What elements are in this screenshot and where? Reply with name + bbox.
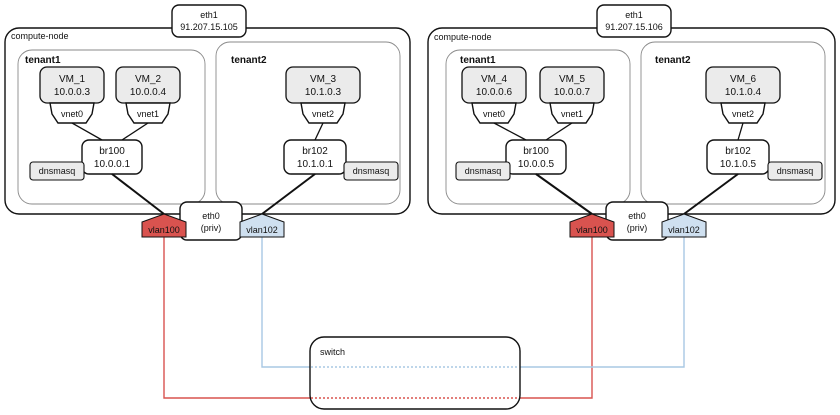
- switch-box: [309, 336, 521, 410]
- tenant1-label: tenant1: [25, 55, 61, 66]
- dnsmasq-label: dnsmasq: [465, 166, 502, 176]
- bridge-name: br102: [725, 146, 751, 157]
- vlan-label: vlan102: [246, 225, 278, 235]
- vnet-label: vnet1: [137, 109, 159, 119]
- eth0-name: eth0: [628, 211, 646, 221]
- vlan-label: vlan102: [668, 225, 700, 235]
- vnet-bridge-link: [121, 122, 149, 141]
- eth1-ip: 91.207.15.105: [180, 22, 238, 32]
- vlan-label: vlan100: [576, 225, 608, 235]
- eth1-name: eth1: [200, 10, 218, 20]
- node2-vlan100-uplink: [520, 230, 593, 399]
- bridge-ip: 10.0.0.1: [94, 159, 131, 170]
- compute-node-label: compute-node: [434, 32, 492, 42]
- eth0-sub: (priv): [201, 223, 222, 233]
- vm-ip: 10.0.0.7: [554, 87, 591, 98]
- eth1-ip: 91.207.15.106: [605, 22, 663, 32]
- node1-vlan100-uplink: [163, 230, 310, 399]
- vnet-label: vnet0: [61, 109, 83, 119]
- eth0-name: eth0: [202, 211, 220, 221]
- eth0-interface: [605, 201, 669, 241]
- vnet-label: vnet2: [732, 109, 754, 119]
- bridge-vlan-link: [261, 173, 316, 215]
- vnet-port: [471, 102, 517, 124]
- compute-node-label: compute-node: [11, 31, 69, 41]
- vm-name: VM_6: [730, 74, 757, 85]
- dnsmasq-box: [29, 161, 85, 181]
- vm-ip: 10.0.0.4: [130, 87, 167, 98]
- vm-name: VM_1: [59, 74, 86, 85]
- vlan100-interface: [569, 213, 615, 238]
- vnet-port: [300, 102, 346, 124]
- vnet-port: [720, 102, 766, 124]
- vnet-bridge-link: [493, 122, 527, 141]
- bridge-name: br100: [523, 146, 549, 157]
- vlan-label: vlan100: [148, 225, 180, 235]
- bridge-ip: 10.0.0.5: [518, 159, 555, 170]
- node1-vlan102-uplink: [261, 236, 310, 368]
- bridge-vlan-link: [111, 173, 165, 215]
- bridge-ip: 10.1.0.1: [297, 159, 334, 170]
- vm-ip: 10.1.0.3: [305, 87, 342, 98]
- dnsmasq-label: dnsmasq: [777, 166, 814, 176]
- switch-label: switch: [320, 347, 345, 357]
- dnsmasq-box: [343, 161, 399, 181]
- vm-ip: 10.0.0.3: [54, 87, 91, 98]
- node2-vlan102-uplink: [520, 236, 685, 368]
- tenant2-label: tenant2: [231, 55, 267, 66]
- vlan102-interface: [661, 213, 707, 238]
- vnet-bridge-link: [314, 122, 324, 141]
- eth1-interface: [171, 4, 247, 38]
- dnsmasq-box: [455, 161, 511, 181]
- vm-name: VM_2: [135, 74, 162, 85]
- vnet-port: [125, 102, 171, 124]
- vnet-port: [549, 102, 595, 124]
- bridge-name: br102: [302, 146, 328, 157]
- bridge-name: br100: [99, 146, 125, 157]
- tenant2-label: tenant2: [655, 55, 691, 66]
- vnet-label: vnet0: [483, 109, 505, 119]
- eth0-interface: [179, 201, 243, 241]
- bridge-vlan-link: [683, 173, 739, 215]
- tenant1-label: tenant1: [460, 55, 496, 66]
- vnet-label: vnet1: [561, 109, 583, 119]
- vm-ip: 10.1.0.4: [725, 87, 762, 98]
- bridge-vlan-link: [535, 173, 593, 215]
- vm-name: VM_3: [310, 74, 337, 85]
- uplink-wires: [163, 230, 685, 399]
- eth1-interface: [596, 4, 672, 38]
- vnet-bridge-link: [737, 122, 744, 141]
- vnet-port: [49, 102, 95, 124]
- compute-node-1: compute-node eth1 91.207.15.105 tenant1 …: [4, 4, 411, 241]
- vm-name: VM_5: [559, 74, 586, 85]
- vnet-label: vnet2: [312, 109, 334, 119]
- vnet-bridge-link: [545, 122, 573, 141]
- compute-node-2: compute-node eth1 91.207.15.106 tenant1 …: [427, 4, 836, 241]
- dnsmasq-label: dnsmasq: [353, 166, 390, 176]
- vlan100-interface: [141, 213, 187, 238]
- vnet-bridge-link: [71, 122, 103, 141]
- vlan102-interface: [239, 213, 285, 238]
- dnsmasq-label: dnsmasq: [39, 166, 76, 176]
- switch: switch: [309, 336, 521, 410]
- bridge-ip: 10.1.0.5: [720, 159, 757, 170]
- eth1-name: eth1: [625, 10, 643, 20]
- vm-name: VM_4: [481, 74, 508, 85]
- vm-ip: 10.0.0.6: [476, 87, 513, 98]
- dnsmasq-box: [767, 161, 823, 181]
- eth0-sub: (priv): [627, 223, 648, 233]
